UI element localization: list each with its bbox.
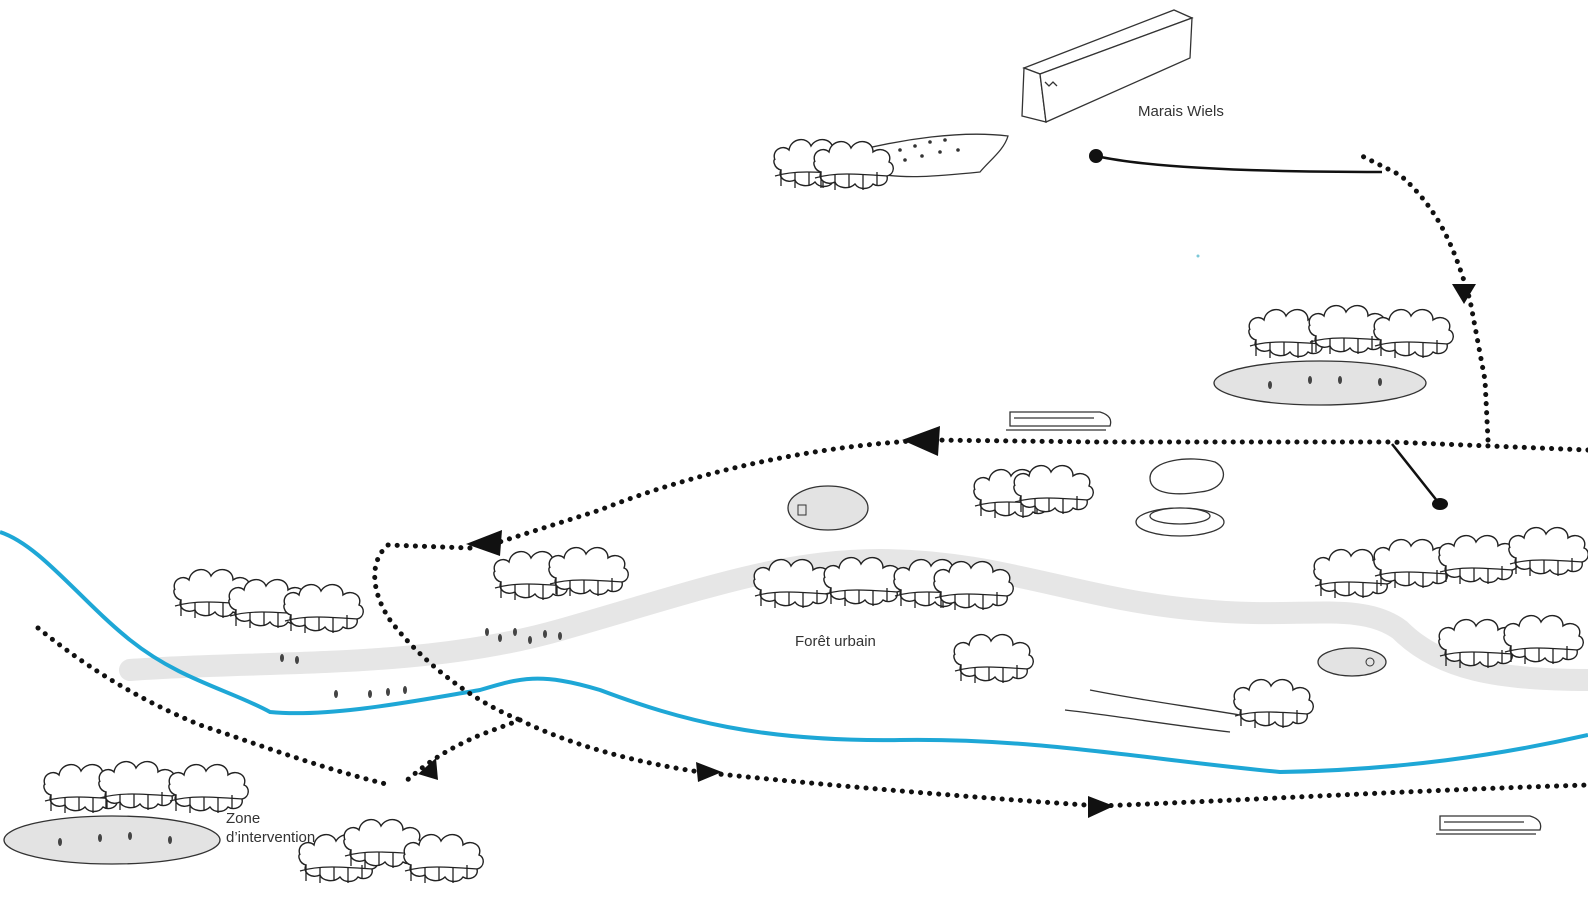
tree-cluster-icon <box>549 548 628 596</box>
tree-cluster-icon <box>1374 310 1453 358</box>
meadow-icon <box>774 134 1008 190</box>
tree-cluster-icon <box>1439 536 1518 584</box>
tree-cluster-icon <box>954 635 1033 683</box>
tree-cluster-icon <box>1234 680 1313 728</box>
tree-cluster-icon <box>1509 528 1588 576</box>
train-icon <box>1006 412 1111 430</box>
label-zone-intervention: Zone d’intervention <box>226 809 315 847</box>
pond-icon <box>788 486 868 530</box>
tree-cluster-icon <box>169 765 248 813</box>
pond-icon <box>4 816 220 864</box>
train-icon <box>1436 816 1541 834</box>
label-marais-wiels: Marais Wiels <box>1138 102 1224 121</box>
node-dot <box>1432 498 1448 510</box>
meadow-icon <box>1065 690 1240 732</box>
pavilion-icon <box>1136 459 1224 536</box>
node-dot <box>1089 149 1103 163</box>
marker-dot <box>1197 255 1200 258</box>
pond-icon <box>1318 648 1386 676</box>
tree-cluster-icon <box>99 762 178 810</box>
dotted-routes <box>38 155 1588 806</box>
tree-cluster-icon <box>1504 616 1583 664</box>
label-foret-urbain: Forêt urbain <box>795 632 876 651</box>
pond-icon <box>1214 361 1426 405</box>
label-zone-line1: Zone <box>226 809 315 828</box>
label-zone-line2: d’intervention <box>226 828 315 847</box>
